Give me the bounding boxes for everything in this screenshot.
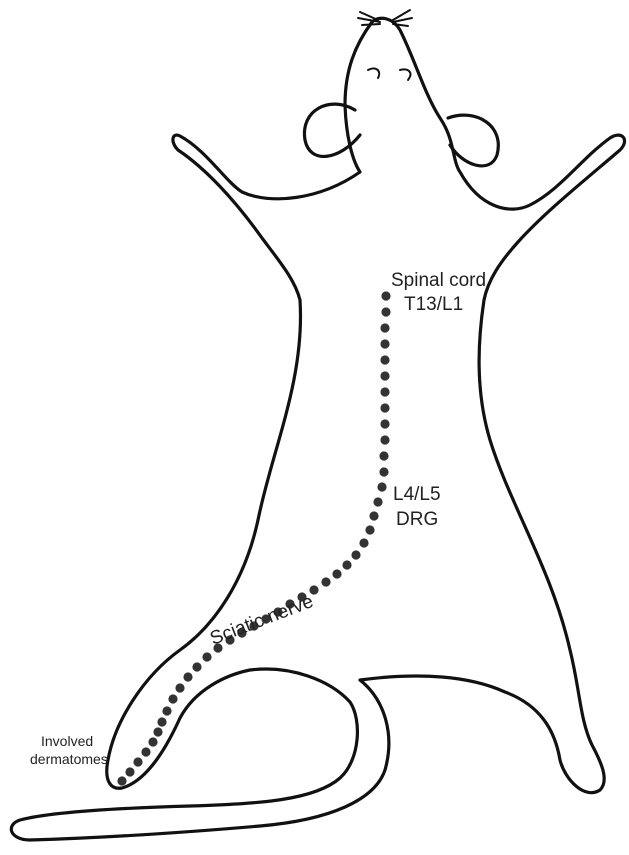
- ganglion-level-label: L4/L5: [393, 484, 441, 505]
- nerve-dot: [380, 339, 389, 348]
- sciatic-nerve-label: Sciatic nerve: [207, 591, 316, 650]
- body-silhouette: [11, 18, 624, 840]
- nerve-dot: [153, 727, 162, 736]
- left-eye: [368, 68, 379, 78]
- nerve-dot: [192, 662, 201, 671]
- nerve-dot: [369, 511, 378, 520]
- nerve-dot: [380, 435, 389, 444]
- nerve-dot: [133, 757, 142, 766]
- nerve-dot: [365, 525, 374, 534]
- right-eye: [400, 69, 410, 80]
- nerve-dot: [380, 371, 389, 380]
- nerve-dot: [381, 291, 390, 300]
- nerve-dot: [342, 560, 351, 569]
- dermatomes-label-line1: Involved: [41, 733, 93, 749]
- nerve-dot: [321, 577, 330, 586]
- nerve-dot: [148, 737, 157, 746]
- nerve-dot: [380, 419, 389, 428]
- nerve-dot: [175, 683, 184, 692]
- spinal-cord-label: Spinal cord: [391, 270, 486, 291]
- nerve-dot: [377, 482, 386, 491]
- nerve-dot: [380, 323, 389, 332]
- nerve-dot: [162, 706, 171, 715]
- drg-label: DRG: [396, 509, 438, 530]
- nerve-dot: [379, 451, 388, 460]
- segment-label: T13/L1: [404, 294, 463, 315]
- nerve-dot: [351, 550, 360, 559]
- nerve-dot: [117, 776, 126, 785]
- nerve-dot: [168, 694, 177, 703]
- nerve-dot: [380, 355, 389, 364]
- nerve-dot: [380, 403, 389, 412]
- nerve-dot: [359, 538, 368, 547]
- nerve-dot: [373, 497, 382, 506]
- nerve-dot: [141, 747, 150, 756]
- nerve-dot: [309, 585, 318, 594]
- nerve-dot: [379, 467, 388, 476]
- dermatomes-label-line2: dermatomes: [30, 751, 108, 767]
- nerve-dot: [381, 307, 390, 316]
- rat-body-outline: [11, 10, 624, 840]
- nerve-dot: [380, 387, 389, 396]
- nerve-dot: [157, 717, 166, 726]
- nerve-dot: [183, 672, 192, 681]
- nerve-dot: [332, 569, 341, 578]
- nerve-dot: [125, 767, 134, 776]
- nerve-dot: [202, 652, 211, 661]
